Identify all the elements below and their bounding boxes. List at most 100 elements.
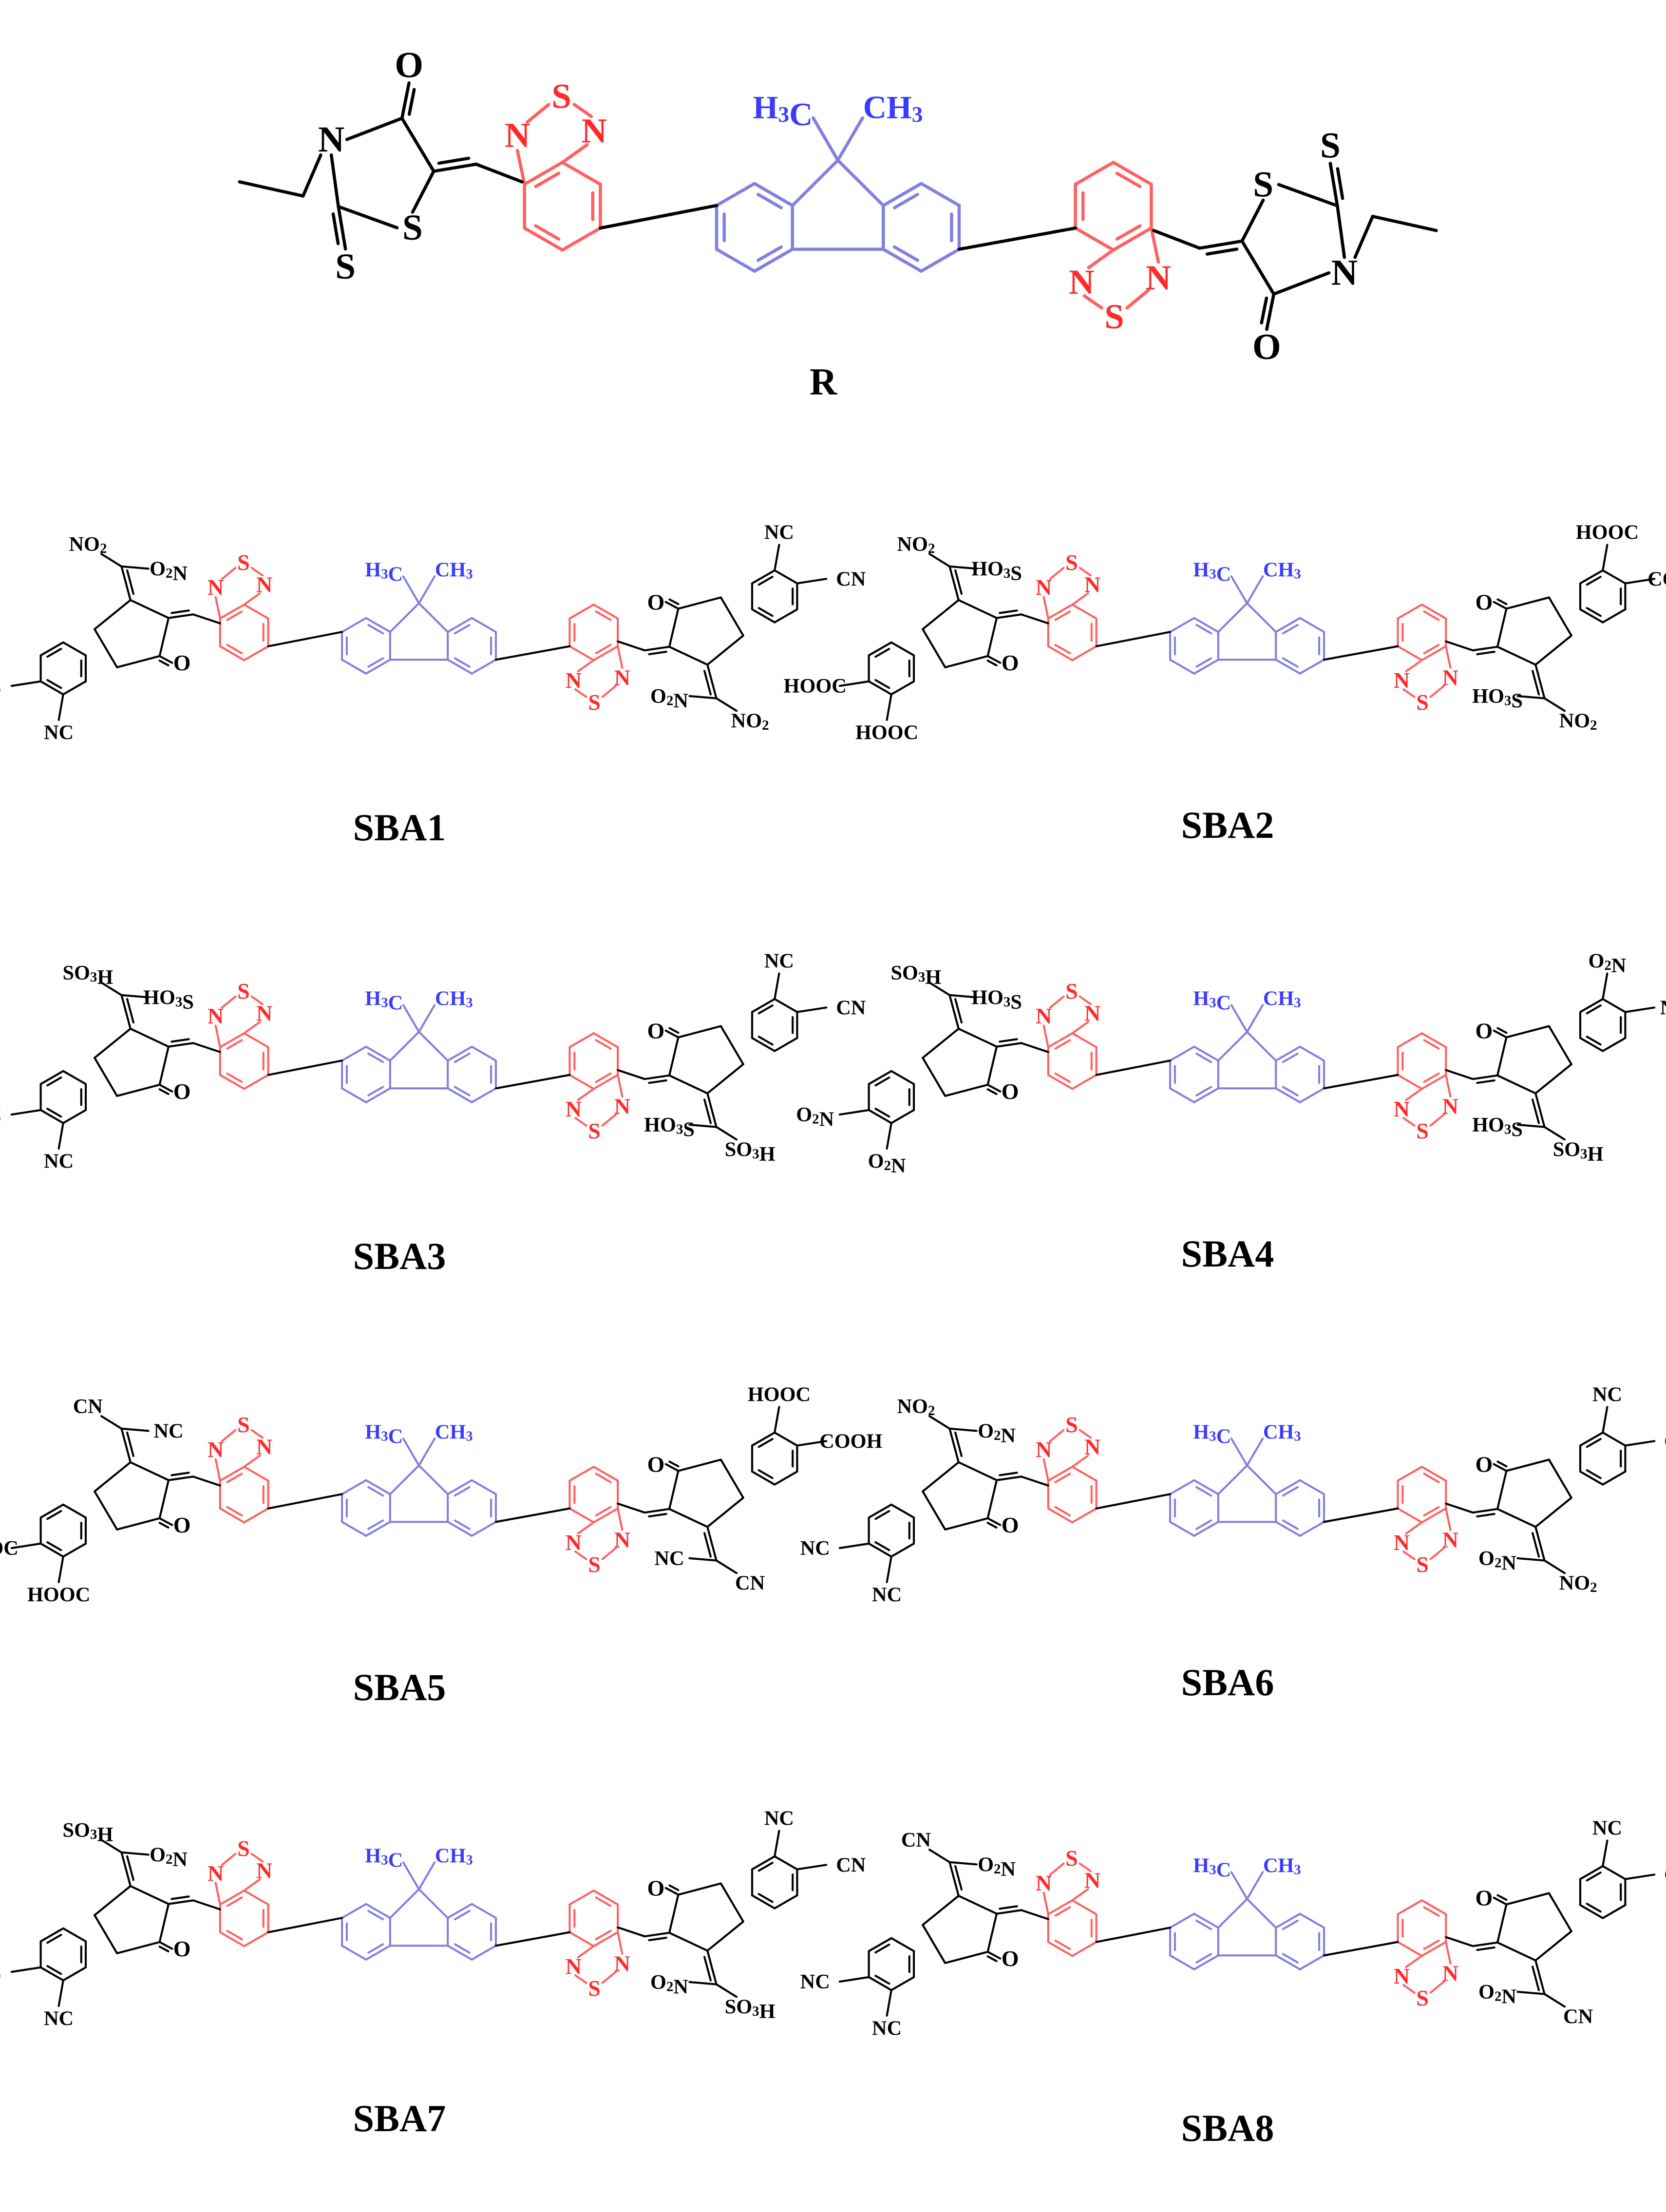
aromatic-double-bond [1423, 1906, 1440, 1917]
btd-nitrogen: N [256, 1858, 272, 1883]
indanone-benzene [751, 1037, 776, 1052]
bond [1505, 1892, 1550, 1906]
vinyl-bond [1020, 1042, 1049, 1053]
vinyl-bond [1445, 1502, 1474, 1514]
btd-nitrogen: N [1394, 668, 1410, 693]
indanone-benzene [1602, 998, 1627, 1013]
ring-substituent: CN [1664, 1430, 1666, 1453]
exo-substituent-bond [948, 1861, 978, 1866]
exo-substituent: NO2 [1559, 1571, 1597, 1595]
carbonyl-bond [1260, 296, 1268, 325]
substituent-bond [838, 1542, 870, 1550]
carbonyl-bond [664, 1029, 680, 1039]
btd-nitrogen: N [208, 575, 224, 600]
fluorene-ring [1299, 1479, 1325, 1495]
btd-bond [1071, 1455, 1089, 1468]
bond [986, 1479, 998, 1519]
substituent-bond [10, 1109, 42, 1116]
btd-bond [250, 1853, 264, 1863]
exo-substituent-bond [928, 1415, 951, 1430]
btd-bond [243, 1878, 261, 1892]
btd-bond [1049, 1429, 1065, 1442]
molecule-sba1: H3CCH3NNSNNSONCNCO2NNO2OCNNCO2NNO2SBA1 [0, 521, 866, 849]
substituent-bond [838, 1976, 870, 1983]
btd-ring [568, 604, 595, 620]
indanone-benzene [774, 1855, 798, 1871]
ring-substituent: NC [872, 2017, 902, 2040]
ring-substituent: HOOC [1576, 521, 1639, 544]
bond [1534, 1930, 1572, 1962]
fluorene-ring [365, 1903, 391, 1919]
bond [329, 153, 340, 208]
btd-ring [243, 1466, 269, 1482]
aromatic-double-bond [534, 224, 561, 241]
substituent-bond [886, 693, 892, 721]
aromatic-double-bond [367, 1486, 384, 1497]
aromatic-double-bond [46, 1965, 62, 1975]
carbonyl-bond [158, 1946, 170, 1952]
bond [706, 634, 744, 666]
exo-substituent-bond [688, 695, 718, 700]
vinyl-double-bond [644, 645, 671, 652]
btd-nitrogen: N [1442, 1961, 1458, 1986]
exo-substituent: HO3S [1472, 1113, 1523, 1140]
btd-bond [1049, 1862, 1065, 1876]
exo-substituent-bond [1516, 695, 1546, 700]
ring-substituent: HOOC [27, 1583, 90, 1606]
ketone-oxygen: O [1476, 589, 1493, 614]
indanone-benzene [868, 1070, 892, 1085]
btd-bond [1042, 596, 1049, 620]
aromatic-double-bond [1054, 1072, 1071, 1083]
ketone-oxygen: O [1476, 1018, 1493, 1043]
rhodanine-nitrogen: N [1331, 253, 1358, 293]
ring-substituent: O2N [1588, 949, 1626, 977]
methyl-bond [417, 1004, 436, 1033]
btd-nitrogen: N [1036, 1437, 1052, 1462]
btd-bond [1071, 592, 1089, 606]
molecule-label: SBA5 [353, 1666, 446, 1708]
carbonyl-bond [158, 1941, 173, 1950]
ring-substituent: CN [1664, 1863, 1666, 1886]
bond [1505, 1025, 1550, 1039]
aromatic-double-bond [874, 1076, 890, 1087]
fluorene-ring [1275, 617, 1301, 633]
btd-ring [1397, 1899, 1423, 1915]
aromatic-double-bond [1195, 1086, 1212, 1097]
aromatic-double-bond [1423, 1473, 1440, 1483]
vinyl-bond [1445, 1069, 1474, 1080]
btd-nitrogen: N [614, 665, 630, 690]
btd-ring [1112, 226, 1153, 252]
methyl-label: CH3 [1263, 1420, 1301, 1444]
aromatic-double-bond [1423, 1072, 1440, 1083]
aromatic-double-bond [874, 647, 890, 658]
substituent-bond [1624, 578, 1656, 585]
btd-sulfur: S [1065, 1412, 1078, 1437]
exo-substituent: O2N [978, 1853, 1016, 1880]
carbonyl-bond [158, 660, 170, 666]
bond [1505, 1458, 1550, 1472]
aromatic-double-bond [46, 679, 62, 689]
bond [158, 1045, 170, 1086]
substituent-bond [838, 680, 870, 687]
exo-substituent-bond [1516, 1557, 1546, 1562]
btd-bond [1125, 288, 1150, 310]
exocyclic-double-bond [1534, 663, 1546, 700]
btd-ring [592, 1466, 619, 1482]
vinyl-double-bond [648, 1512, 667, 1518]
exocyclic-double-bond [706, 1526, 718, 1562]
indanone-benzene [39, 1109, 64, 1124]
vinyl-double-bond [995, 1042, 1022, 1048]
fluorene-ring [341, 1087, 367, 1103]
indanone-benzene [751, 998, 776, 1013]
rhodanine-nitrogen: N [318, 119, 344, 160]
bond [668, 607, 680, 648]
bond [668, 1036, 680, 1077]
indanone-benzene [39, 641, 64, 657]
ring-substituent: HOOC [748, 1383, 811, 1406]
btd-bond [572, 103, 593, 118]
indanone-benzene [62, 1503, 87, 1519]
ketone-oxygen: O [173, 1079, 191, 1104]
exo-substituent-bond [715, 1983, 738, 1998]
btd-ring [1420, 1507, 1447, 1524]
vinyl-double-bond [167, 613, 194, 619]
